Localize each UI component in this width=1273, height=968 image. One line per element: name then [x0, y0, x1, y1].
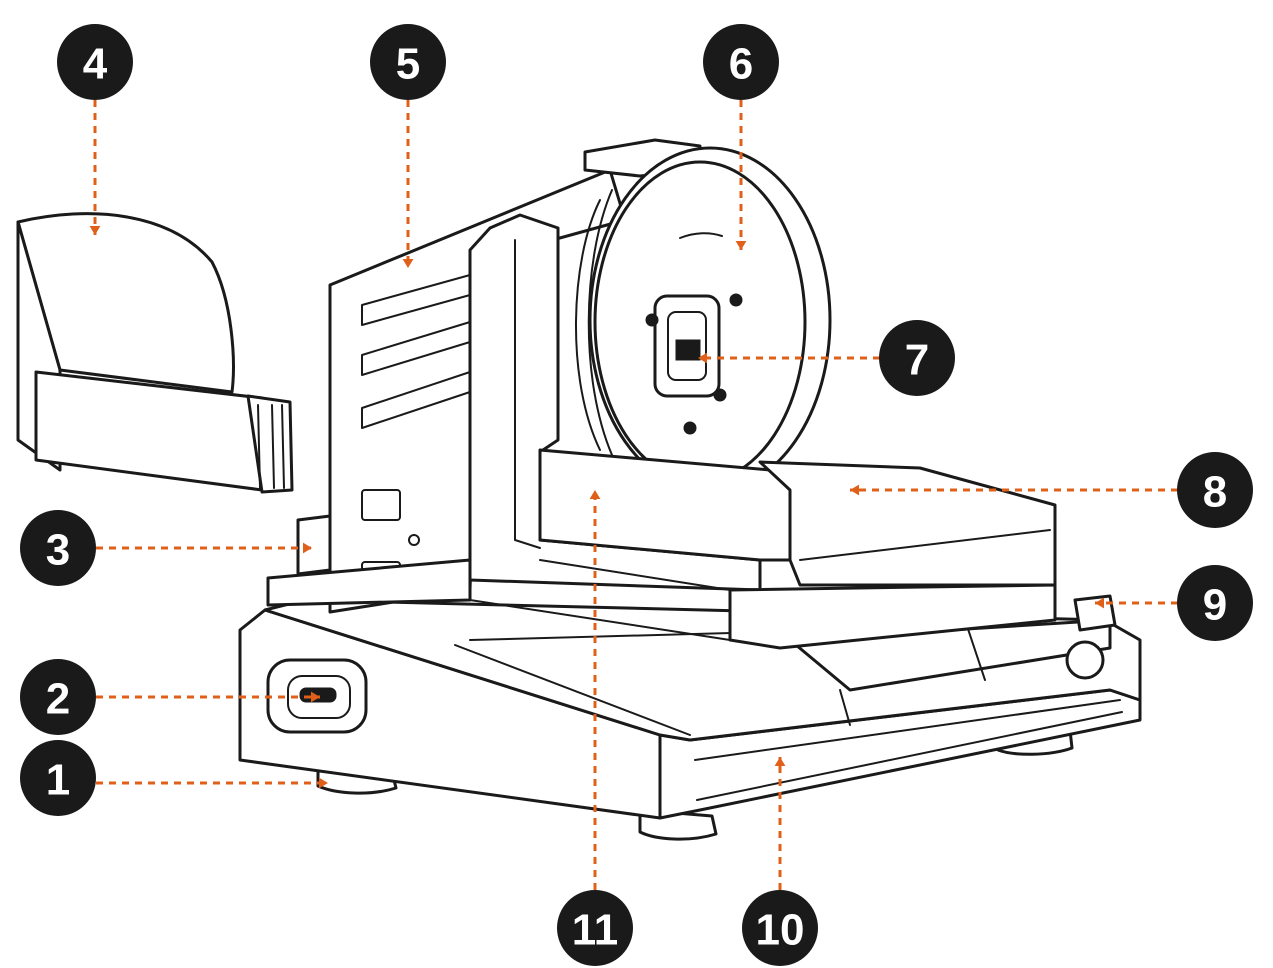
callout-circle — [557, 890, 633, 966]
food-carriage — [468, 213, 1057, 650]
leader-arrow-4 — [89, 226, 101, 235]
power-switch-knob — [299, 687, 337, 703]
leader-arrow-8 — [850, 484, 859, 496]
carriage-tray — [758, 460, 1057, 587]
callout-circle — [879, 320, 955, 396]
leader-arrow-5 — [402, 259, 414, 268]
lock-knob — [1065, 640, 1105, 680]
hub-screw — [683, 421, 697, 435]
callout-badge-10: 10 — [742, 890, 818, 966]
callout-circle — [20, 659, 96, 735]
thickness-knob — [296, 514, 332, 576]
callout-circle — [20, 510, 96, 586]
hub-screw — [729, 293, 743, 307]
callout-number: 3 — [46, 526, 70, 575]
callout-badge-1: 1 — [20, 740, 96, 816]
leader-arrow-2 — [311, 691, 320, 703]
callout-number: 8 — [1203, 468, 1227, 517]
callout-number: 11 — [572, 906, 619, 955]
leader-arrow-7 — [698, 352, 707, 364]
callout-circle — [370, 24, 446, 100]
callout-number: 2 — [46, 675, 70, 724]
callout-number: 1 — [46, 756, 70, 805]
leader-arrow-10 — [774, 757, 786, 766]
callout-badge-8: 8 — [1177, 452, 1253, 528]
callout-number: 4 — [83, 40, 108, 89]
carriage-lock — [1073, 594, 1117, 632]
callout-circle — [20, 740, 96, 816]
callout-badges: 1 2 3 4 5 6 7 8 9 10 11 — [20, 24, 1253, 966]
leader-arrow-1 — [319, 777, 328, 789]
callout-number: 6 — [729, 40, 753, 89]
callout-badge-6: 6 — [703, 24, 779, 100]
hub-screw — [713, 388, 727, 402]
callout-badge-3: 3 — [20, 510, 96, 586]
leader-arrow-9 — [1095, 597, 1104, 609]
food-pusher — [16, 212, 294, 494]
callout-number: 10 — [756, 906, 805, 955]
callout-circle — [1177, 452, 1253, 528]
callout-circle — [742, 890, 818, 966]
callout-badge-5: 5 — [370, 24, 446, 100]
callout-badge-11: 11 — [557, 890, 633, 966]
leader-arrow-6 — [735, 241, 747, 250]
leader-arrow-3 — [303, 542, 312, 554]
slicer-base — [238, 594, 1142, 841]
callout-number: 7 — [905, 336, 929, 385]
hub-screw — [645, 313, 659, 327]
callout-badge-4: 4 — [57, 24, 133, 100]
callout-leaders — [89, 100, 1178, 890]
callout-number: 9 — [1203, 581, 1227, 630]
callout-badge-7: 7 — [879, 320, 955, 396]
callout-circle — [1177, 565, 1253, 641]
callout-circle — [703, 24, 779, 100]
callout-badge-2: 2 — [20, 659, 96, 735]
callout-badge-9: 9 — [1177, 565, 1253, 641]
blade-assembly — [574, 138, 832, 494]
callout-number: 5 — [396, 40, 420, 89]
leader-arrow-11 — [589, 490, 601, 499]
callout-circle — [57, 24, 133, 100]
